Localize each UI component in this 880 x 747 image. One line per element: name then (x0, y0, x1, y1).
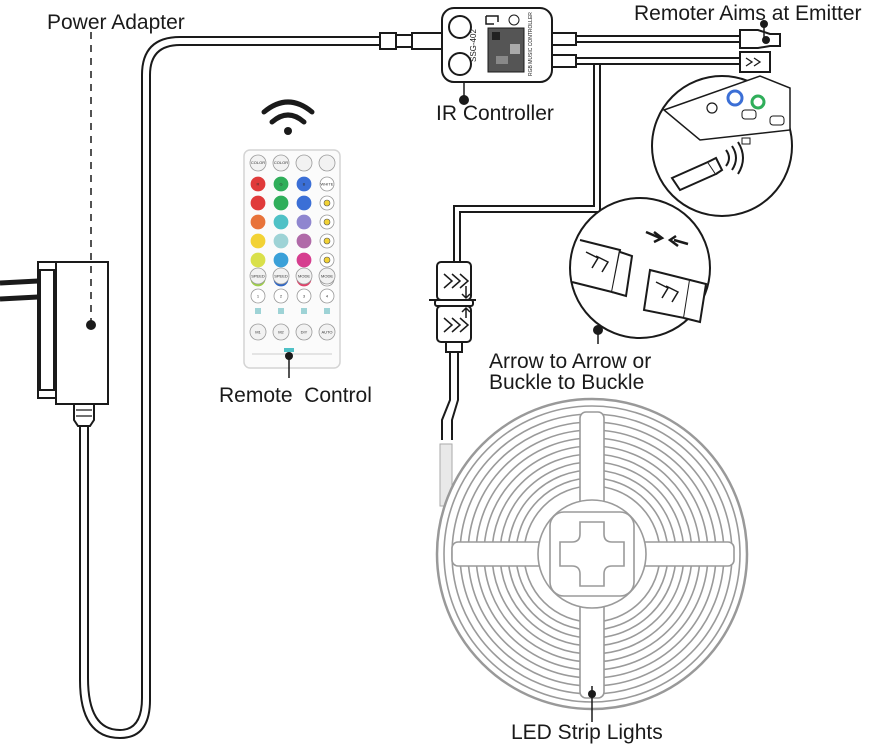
remote-diy-label: DIY (301, 330, 308, 335)
remote-speed-mode-label: SPEED (274, 274, 288, 279)
remote-diy-button[interactable] (318, 323, 336, 341)
adapter-cable (79, 32, 443, 740)
remote-control: COLOR COLOR R G B WHITE SPEED SPEED MODE MODE 1 2 3 4… (243, 149, 341, 378)
arrow-to-arrow-label: Arrow to Arrow or (489, 350, 652, 373)
remote-color-button[interactable] (296, 214, 312, 230)
sun-icon (323, 218, 331, 226)
power-adapter (0, 32, 109, 427)
remote-letter-button-label: R (257, 182, 260, 187)
remote-top-button-label: COLOR (274, 160, 288, 165)
remote-color-button[interactable] (250, 195, 266, 211)
remote-preset-button[interactable] (319, 288, 335, 304)
remote-speed-mode-button[interactable] (272, 267, 290, 285)
remote-color-button[interactable] (296, 233, 312, 249)
remote-diy-button[interactable] (272, 323, 290, 341)
led-strip-reel (435, 397, 749, 722)
remote-letter-button-label: WHITE (321, 182, 334, 187)
remote-music-icon (301, 308, 307, 314)
sun-icon (323, 237, 331, 245)
remote-letter-button-label: B (303, 182, 306, 187)
connector-detail (569, 197, 711, 344)
remote-color-button[interactable] (250, 233, 266, 249)
remote-music-icon (255, 308, 261, 314)
controller-output-cables (453, 20, 781, 262)
remote-color-button[interactable] (296, 252, 312, 268)
remote-color-button[interactable] (273, 195, 289, 211)
remote-letter-button[interactable] (296, 176, 312, 192)
remote-diy-label: M1 (255, 330, 261, 335)
remote-color-button[interactable] (296, 195, 312, 211)
led-strip-label: LED Strip Lights (511, 721, 663, 744)
remote-letter-button-label: G (279, 182, 282, 187)
remote-music-icon (324, 308, 330, 314)
remote-control-label: Remote Control (219, 384, 372, 407)
remote-letter-button[interactable] (319, 176, 335, 192)
connector-to-strip-cable (441, 352, 459, 440)
ir-emitter-detail (651, 75, 793, 217)
remote-preset-button[interactable] (273, 288, 289, 304)
remote-color-button[interactable] (273, 252, 289, 268)
ir-controller-label: IR Controller (436, 102, 554, 125)
remote-color-button[interactable] (273, 233, 289, 249)
remote-color-button[interactable] (250, 214, 266, 230)
remote-speed-mode-label: MODE (298, 274, 310, 279)
remote-preset-label: 3 (303, 294, 306, 299)
remote-color-button[interactable] (250, 252, 266, 268)
buckle-to-buckle-label: Buckle to Buckle (489, 371, 645, 394)
remote-music-icon (278, 308, 284, 314)
strip-connector (429, 261, 476, 353)
remote-speed-mode-button[interactable] (318, 267, 336, 285)
remote-top-button[interactable] (272, 154, 290, 172)
remote-diy-label: AUTO (321, 330, 332, 335)
remote-speed-mode-label: SPEED (251, 274, 265, 279)
remote-color-button[interactable] (273, 214, 289, 230)
remote-preset-label: 4 (326, 294, 329, 299)
remoter-aims-label: Remoter Aims at Emitter (634, 2, 862, 25)
sun-icon (323, 199, 331, 207)
controller-model: SSG-402 (469, 29, 478, 62)
remote-preset-label: 2 (280, 294, 283, 299)
remote-speed-mode-button[interactable] (249, 267, 267, 285)
remote-diy-label: M2 (278, 330, 284, 335)
remote-top-button[interactable] (318, 154, 336, 172)
sun-icon (323, 256, 331, 264)
power-adapter-label: Power Adapter (47, 11, 185, 34)
remote-preset-button[interactable] (250, 288, 266, 304)
remote-speed-mode-button[interactable] (295, 267, 313, 285)
remote-top-button[interactable] (295, 154, 313, 172)
wifi-signal-icon (261, 99, 315, 135)
ir-controller: SSG-402 RGB MUSIC CONTROLLER (441, 7, 553, 105)
remote-preset-label: 1 (257, 294, 260, 299)
remote-preset-button[interactable] (296, 288, 312, 304)
controller-name: RGB MUSIC CONTROLLER (528, 12, 534, 76)
remote-top-button-label: COLOR (251, 160, 265, 165)
remote-diy-button[interactable] (295, 323, 313, 341)
remote-letter-button[interactable] (273, 176, 289, 192)
remote-top-button[interactable] (249, 154, 267, 172)
remote-speed-mode-label: MODE (321, 274, 333, 279)
remote-diy-button[interactable] (249, 323, 267, 341)
remote-letter-button[interactable] (250, 176, 266, 192)
